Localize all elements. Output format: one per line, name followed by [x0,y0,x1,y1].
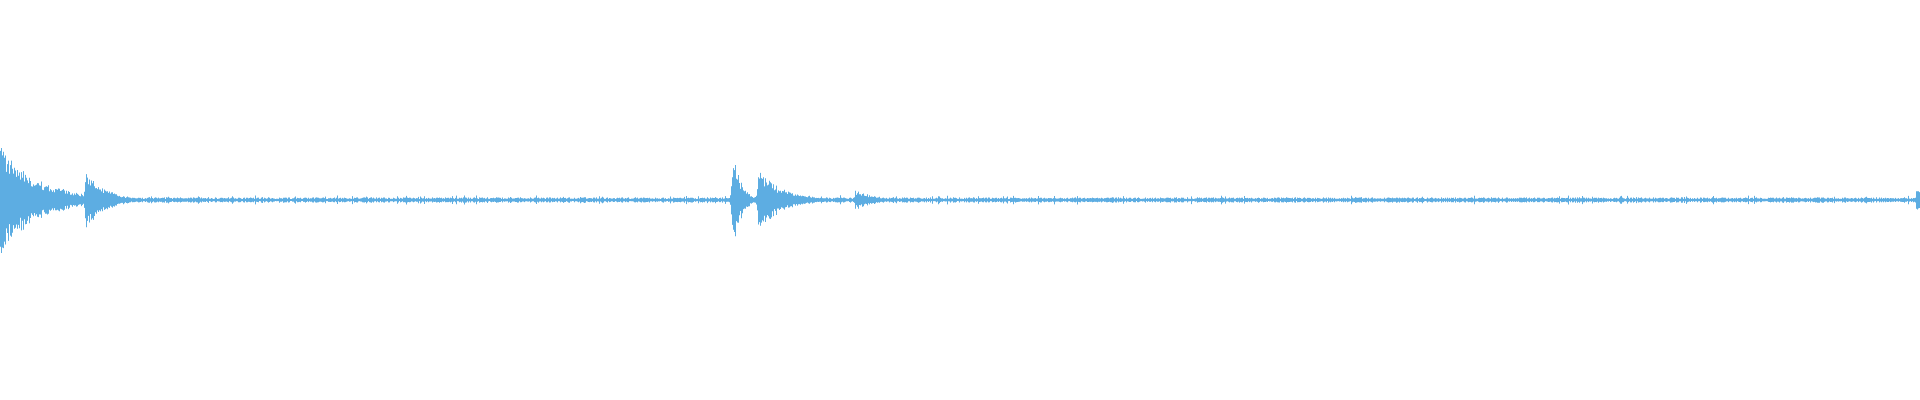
waveform-samples [0,148,1920,253]
waveform-path [0,148,1920,253]
